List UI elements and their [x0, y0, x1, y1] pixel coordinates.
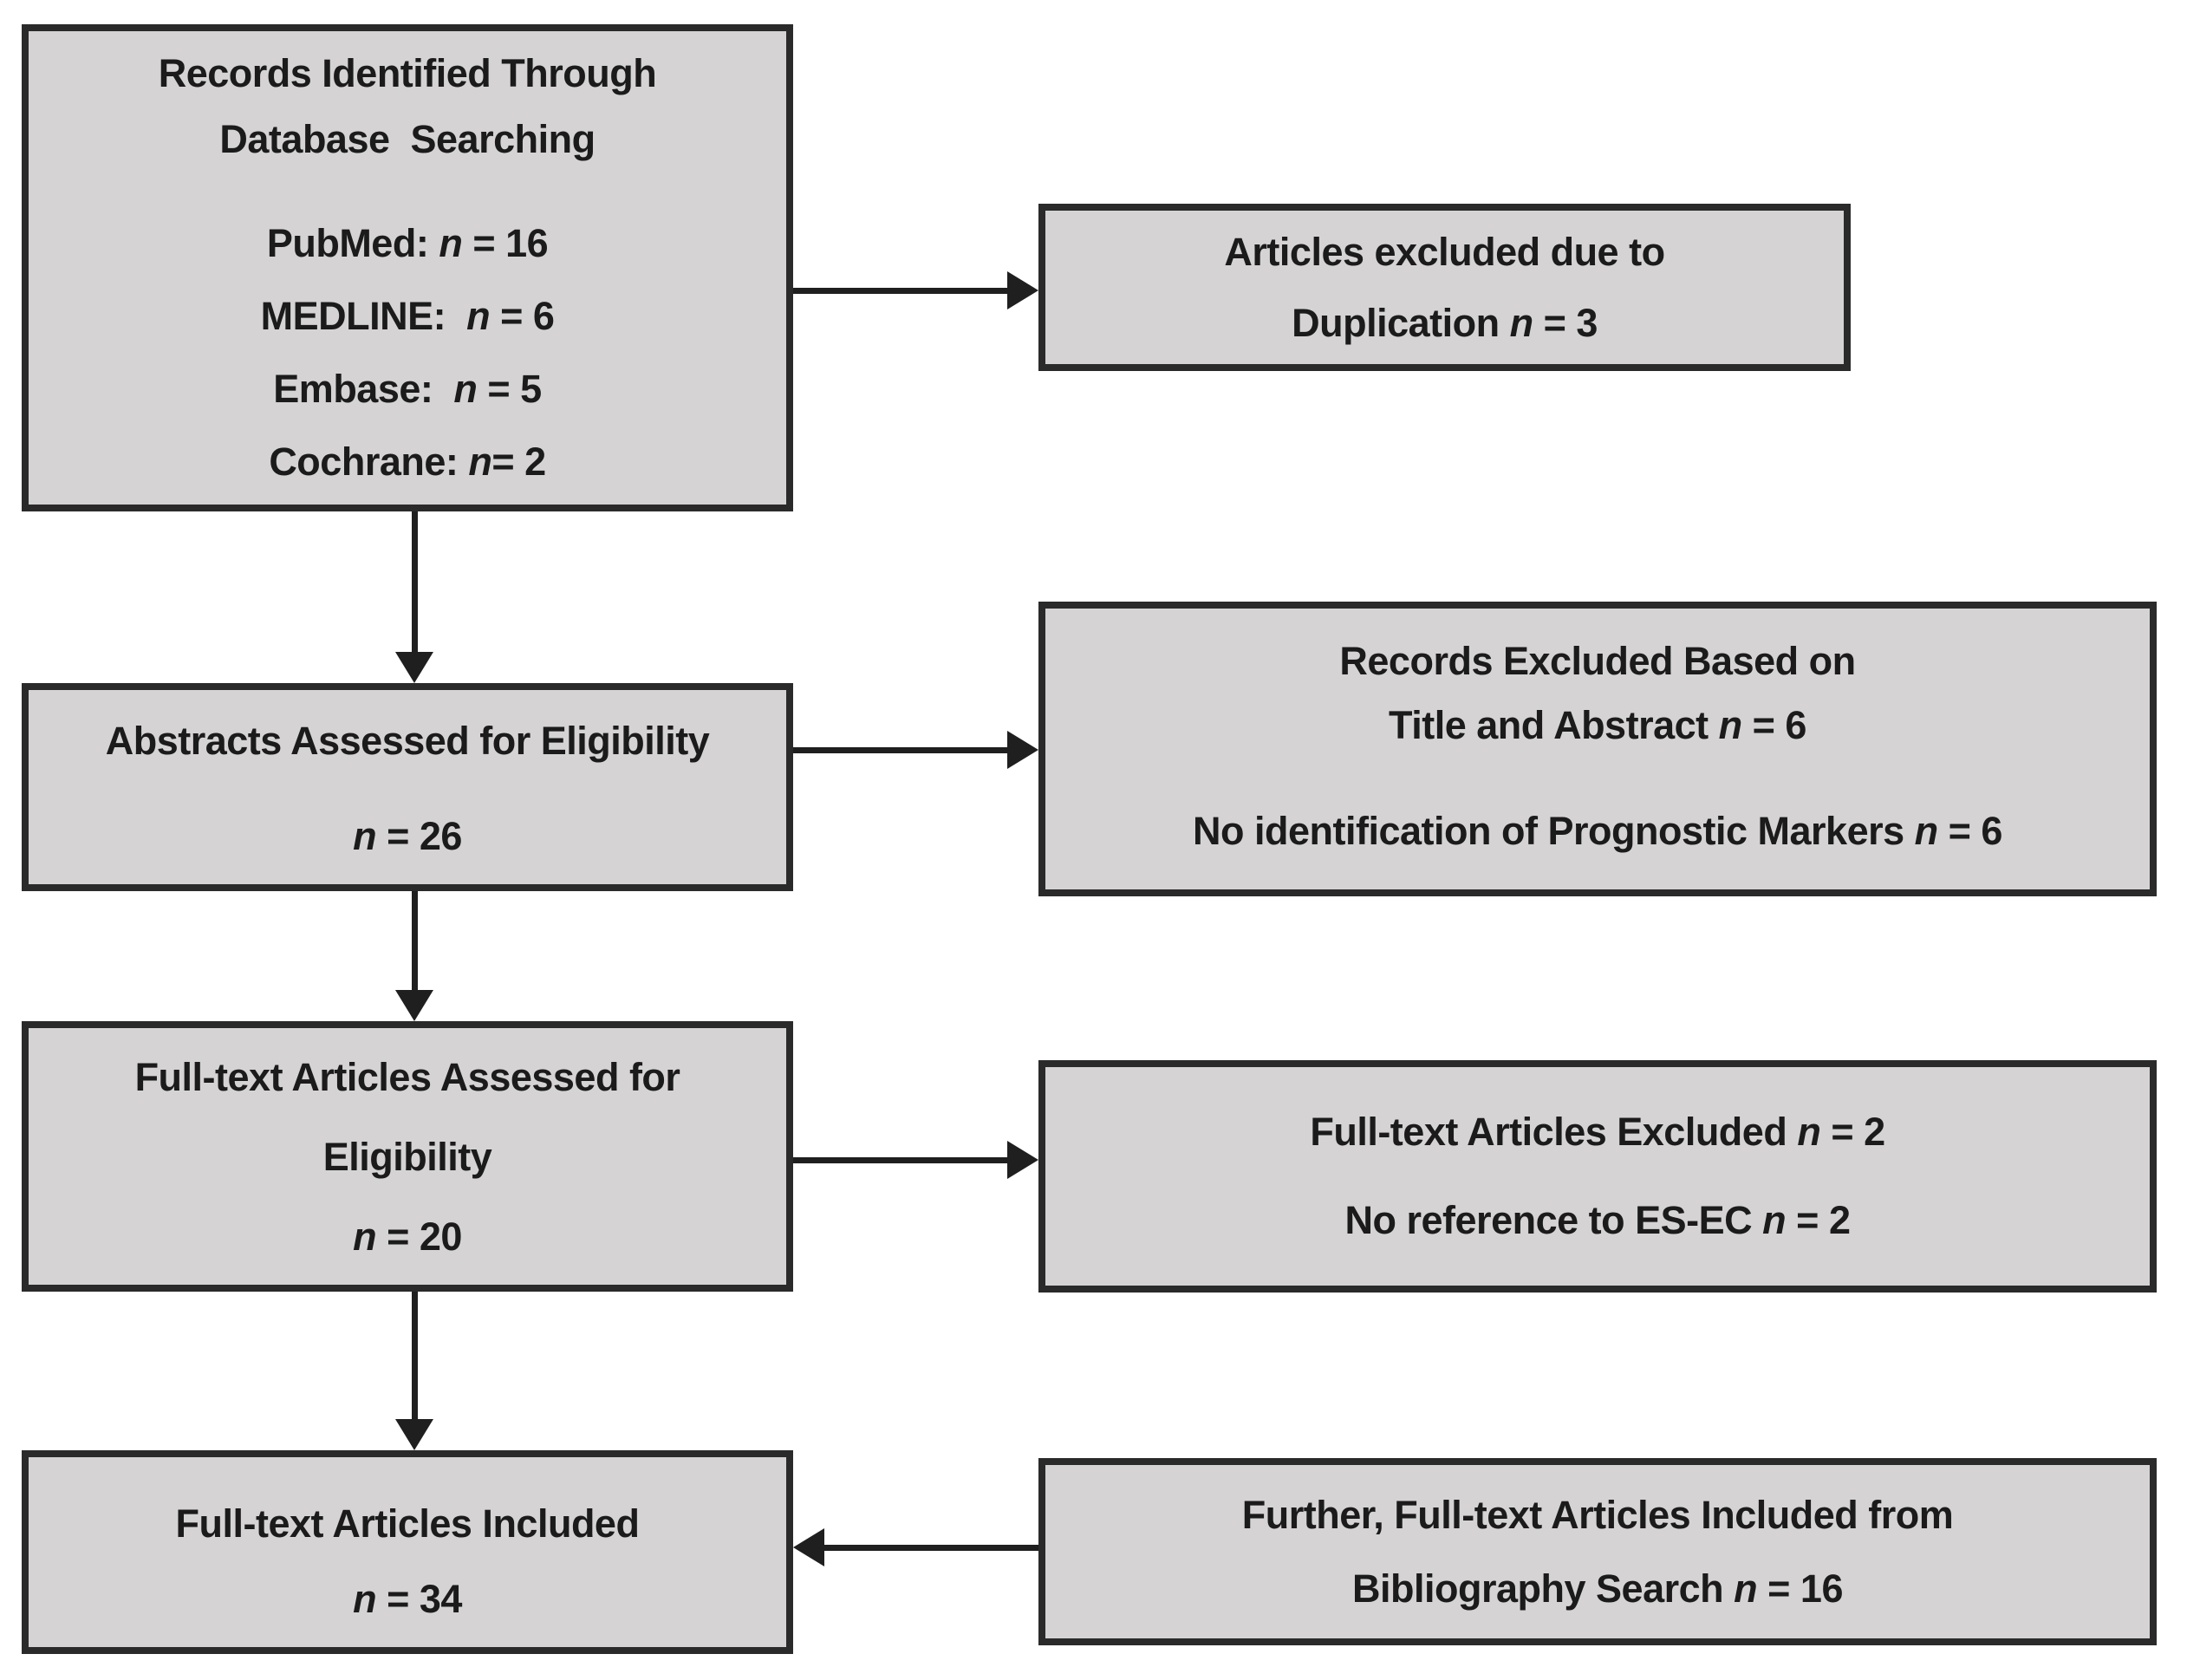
arrow-down-1-line	[412, 511, 418, 652]
arrow-down-3-head	[395, 1419, 433, 1450]
box-text-line: Further, Full-text Articles Included fro…	[1241, 1492, 1954, 1537]
box-title-line: Database Searching	[219, 117, 596, 161]
arrow-down-2-line	[412, 891, 418, 990]
box-count: n = 34	[353, 1577, 462, 1621]
arrow-left-4-line	[824, 1545, 1038, 1551]
box-title-line: Full-text Articles Assessed for	[134, 1055, 680, 1099]
source-count-embase: Embase: n = 5	[273, 367, 542, 411]
arrow-right-2-line	[793, 747, 1007, 753]
arrow-down-3-line	[412, 1292, 418, 1419]
box-text-line: No reference to ES-EC n = 2	[1344, 1198, 1851, 1242]
box-records-identified: Records Identified Through Database Sear…	[22, 24, 793, 511]
arrow-down-2-head	[395, 990, 433, 1021]
arrow-left-4-head	[793, 1528, 824, 1566]
box-title-line: Eligibility	[322, 1135, 492, 1179]
box-articles-excluded-duplication: Articles excluded due to Duplication n =…	[1038, 204, 1851, 371]
box-title-line: Full-text Articles Included	[175, 1501, 640, 1546]
box-count: n = 20	[353, 1214, 462, 1259]
arrow-right-3-head	[1007, 1141, 1038, 1179]
box-text-line: Bibliography Search n = 16	[1352, 1566, 1843, 1611]
arrow-right-3-line	[793, 1157, 1007, 1163]
arrow-right-2-head	[1007, 731, 1038, 769]
arrow-right-1-line	[793, 288, 1007, 294]
arrow-down-1-head	[395, 652, 433, 683]
box-text-line: Duplication n = 3	[1292, 300, 1598, 345]
box-fulltext-included: Full-text Articles Included n = 34	[22, 1450, 793, 1654]
box-text-line: Articles excluded due to	[1224, 229, 1665, 274]
box-abstracts-assessed: Abstracts Assessed for Eligibility n = 2…	[22, 683, 793, 891]
box-records-excluded-title-abstract: Records Excluded Based on Title and Abst…	[1038, 602, 2157, 896]
box-text-line: Records Excluded Based on	[1339, 639, 1856, 683]
arrow-right-1-head	[1007, 271, 1038, 309]
box-further-included-bibliography: Further, Full-text Articles Included fro…	[1038, 1458, 2157, 1645]
box-count: n = 26	[353, 814, 462, 858]
source-count-pubmed: PubMed: n = 16	[266, 221, 549, 265]
box-text-line: Title and Abstract n = 6	[1389, 703, 1806, 747]
box-text-line: Full-text Articles Excluded n = 2	[1310, 1110, 1885, 1154]
box-fulltext-assessed: Full-text Articles Assessed for Eligibil…	[22, 1021, 793, 1292]
source-count-cochrane: Cochrane: n= 2	[269, 440, 546, 484]
box-title-line: Records Identified Through	[158, 51, 657, 95]
box-text-line: No identification of Prognostic Markers …	[1193, 809, 2002, 853]
box-fulltext-excluded: Full-text Articles Excluded n = 2 No ref…	[1038, 1060, 2157, 1293]
box-title-line: Abstracts Assessed for Eligibility	[105, 719, 710, 763]
source-count-medline: MEDLINE: n = 6	[260, 294, 555, 338]
